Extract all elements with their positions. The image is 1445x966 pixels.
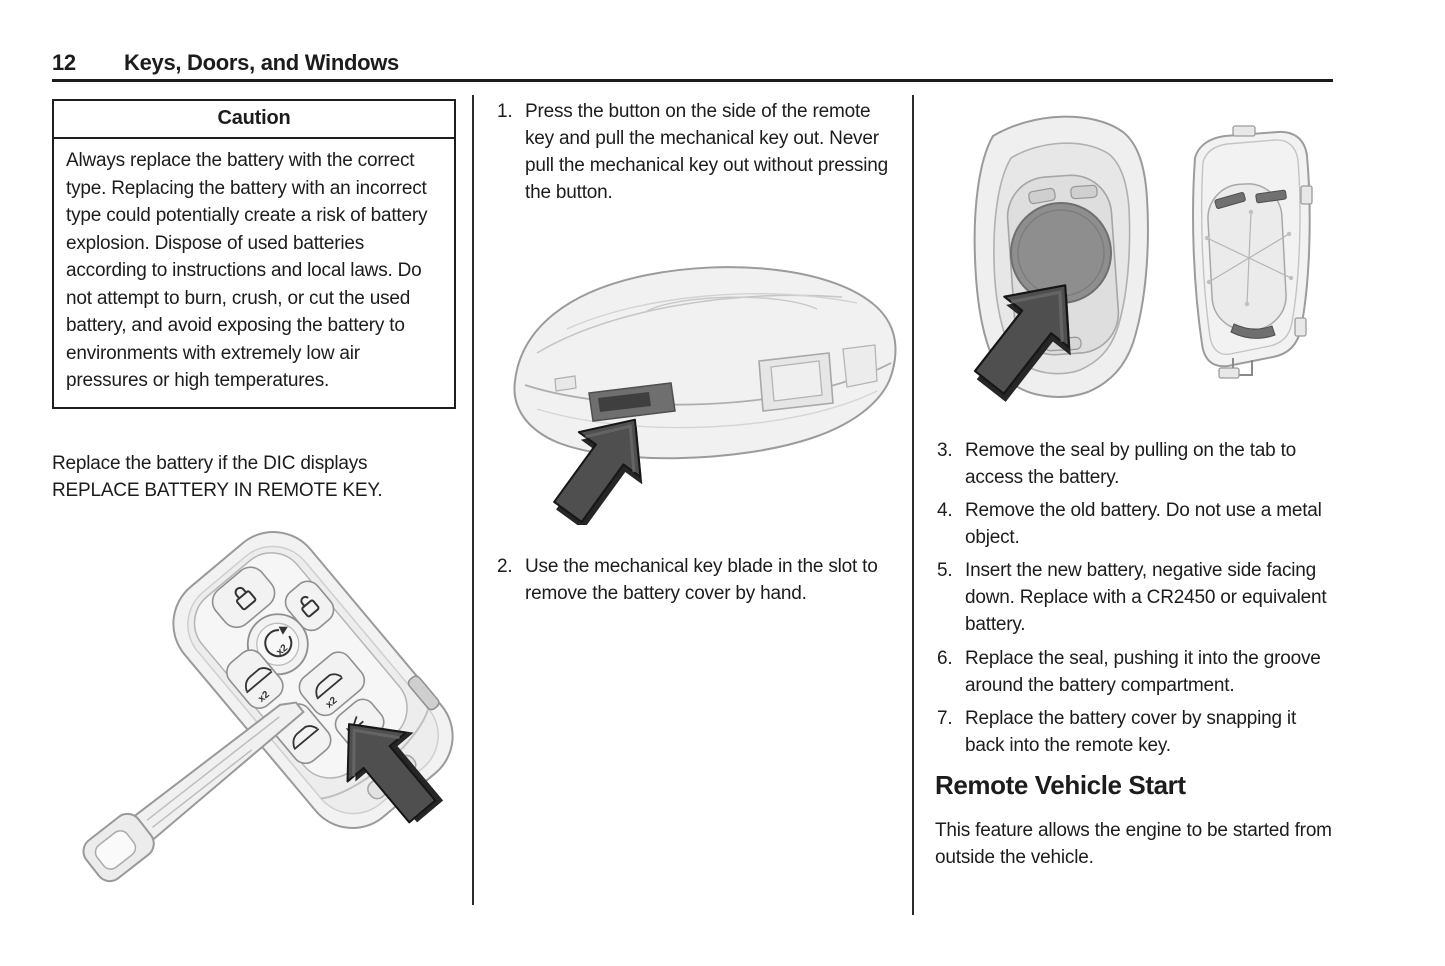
column-divider-left [472,95,474,905]
caution-box: Caution Always replace the battery with … [52,99,456,409]
step-2-number: 2. [497,556,513,577]
step-7-number: 7. [937,708,953,729]
step-7-text: Replace the battery cover by snapping it… [965,708,1297,756]
rear-glass-button: x2 [298,651,366,717]
dic-paragraph: Replace the battery if the DIC displays … [52,453,383,501]
step-4-text: Remove the old battery. Do not use a met… [965,500,1322,548]
lock-button [211,566,276,629]
trailer-icon [292,725,320,751]
battery-cover [1192,125,1313,379]
chapter-title: Keys, Doors, and Windows [124,50,399,75]
caution-title: Caution [54,101,454,139]
step-6: 6. Replace the seal, pushing it into the… [937,645,1333,699]
key-fob-underside [513,266,897,460]
key-release-button [407,675,440,711]
liftgate-button: x2 [226,649,284,709]
step-7: 7. Replace the battery cover by snapping… [937,705,1333,759]
remote-vehicle-start-paragraph: This feature allows the engine to be sta… [935,820,1332,868]
header-rule [52,79,1333,82]
step-2: 2. Use the mechanical key blade in the s… [497,553,889,607]
mechanical-key-blade [82,701,305,883]
step-3-text: Remove the seal by pulling on the tab to… [965,440,1297,488]
figure-battery-compartment [952,115,1313,418]
step-4-number: 4. [937,500,953,521]
step-1-number: 1. [497,101,513,122]
figure-remote-key-mechanical-key: x2 x2 x2 [82,531,461,883]
caution-body-text: Always replace the battery with the corr… [66,150,428,391]
remote-start-icon [264,626,293,658]
battery [1010,202,1112,304]
unlock-icon [300,595,320,618]
column-divider-right [912,95,914,915]
step-5: 5. Insert the new battery, negative side… [937,557,1333,638]
step-5-text: Insert the new battery, negative side fa… [965,560,1327,635]
rear-glass-icon [315,673,343,700]
step-5-number: 5. [937,560,953,581]
lock-icon [234,586,257,611]
liftgate-icon [245,667,273,694]
step-6-text: Replace the seal, pushing it into the gr… [965,648,1321,696]
page-number: 12 [52,50,76,75]
step-3: 3. Remove the seal by pulling on the tab… [937,437,1333,491]
cover-mold-lines [1204,209,1294,307]
key-blade-slot [588,382,676,422]
remote-vehicle-start-heading: Remote Vehicle Start [935,770,1186,800]
step-2-text: Use the mechanical key blade in the slot… [525,556,878,604]
step-4: 4. Remove the old battery. Do not use a … [937,497,1333,551]
figure-remote-key-slot [513,266,897,525]
step-3-number: 3. [937,440,953,461]
step-1-text: Press the button on the side of the remo… [525,101,888,203]
unlock-button [284,580,335,632]
step-1: 1. Press the button on the side of the r… [497,98,889,206]
step-6-number: 6. [937,648,953,669]
